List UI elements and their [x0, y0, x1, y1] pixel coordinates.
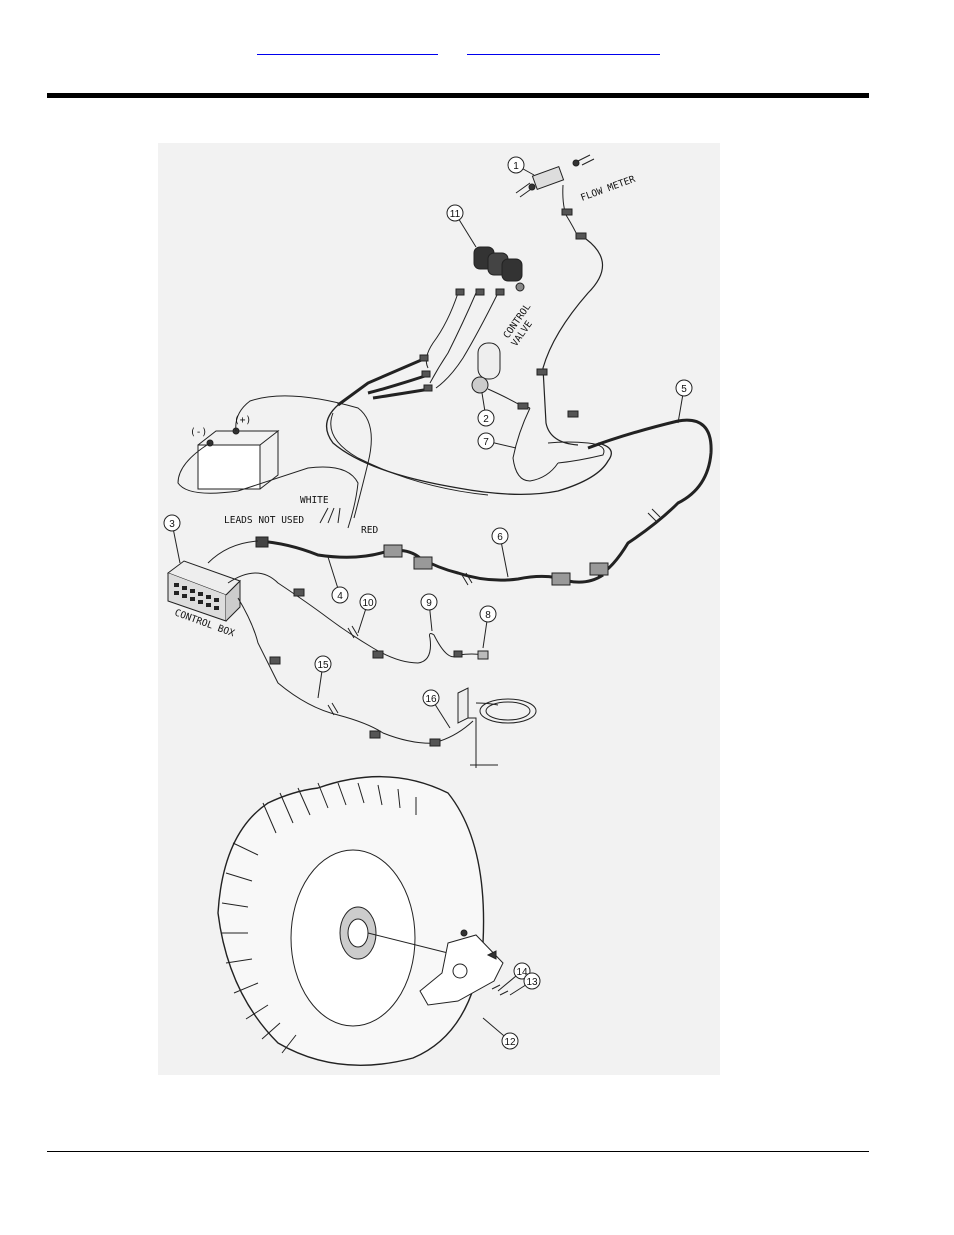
callout-6: 6: [492, 528, 508, 577]
svg-text:7: 7: [483, 437, 489, 448]
svg-text:1: 1: [513, 161, 519, 172]
callout-1: 1: [508, 157, 534, 175]
svg-text:11: 11: [450, 209, 461, 220]
svg-text:2: 2: [483, 414, 489, 425]
battery-negative-label: (-): [190, 427, 207, 438]
parts-diagram: FLOW METER CONTROL VALVE LEADS NOT USED …: [158, 143, 720, 1075]
svg-text:16: 16: [425, 694, 437, 705]
callout-7: 7: [478, 433, 516, 449]
callout-13: 13: [510, 973, 540, 995]
header-rule: [47, 93, 869, 98]
footer-rule: [47, 1151, 869, 1152]
svg-text:10: 10: [362, 598, 374, 609]
control-valve-drawing: [472, 343, 530, 409]
callout-10: 10: [358, 594, 376, 633]
callout-16: 16: [423, 690, 450, 728]
svg-text:5: 5: [681, 384, 687, 395]
callout-11: 11: [447, 205, 476, 247]
tire-drawing: [218, 777, 484, 1066]
battery-positive-label: (+): [234, 415, 251, 426]
callout-2: 2: [478, 393, 494, 426]
nav-link-next[interactable]: [467, 40, 660, 55]
callout-8: 8: [480, 606, 496, 648]
leads-not-used-label: LEADS NOT USED: [224, 515, 304, 526]
svg-text:4: 4: [337, 591, 343, 602]
callout-9: 9: [421, 594, 437, 631]
callout-3: 3: [164, 515, 180, 563]
callout-5: 5: [676, 380, 692, 423]
callout-4: 4: [328, 557, 348, 603]
nav-link-previous[interactable]: [257, 40, 438, 55]
battery-drawing: [198, 428, 278, 489]
section-valves-drawing: [474, 247, 524, 291]
svg-text:12: 12: [504, 1037, 516, 1048]
parts-diagram-svg: FLOW METER CONTROL VALVE LEADS NOT USED …: [158, 143, 720, 1075]
flow-meter-label: FLOW METER: [579, 174, 637, 204]
red-wire-label: RED: [361, 525, 378, 536]
svg-text:13: 13: [526, 977, 538, 988]
svg-text:3: 3: [169, 519, 175, 530]
callout-15: 15: [315, 656, 331, 698]
diagram-labels: FLOW METER CONTROL VALVE LEADS NOT USED …: [173, 174, 637, 640]
svg-text:8: 8: [485, 610, 491, 621]
svg-text:9: 9: [426, 598, 432, 609]
speed-sensor-drawing: [440, 688, 536, 768]
white-wire-label: WHITE: [300, 495, 329, 506]
svg-text:6: 6: [497, 532, 503, 543]
svg-text:15: 15: [317, 660, 329, 671]
callout-12: 12: [483, 1018, 518, 1049]
